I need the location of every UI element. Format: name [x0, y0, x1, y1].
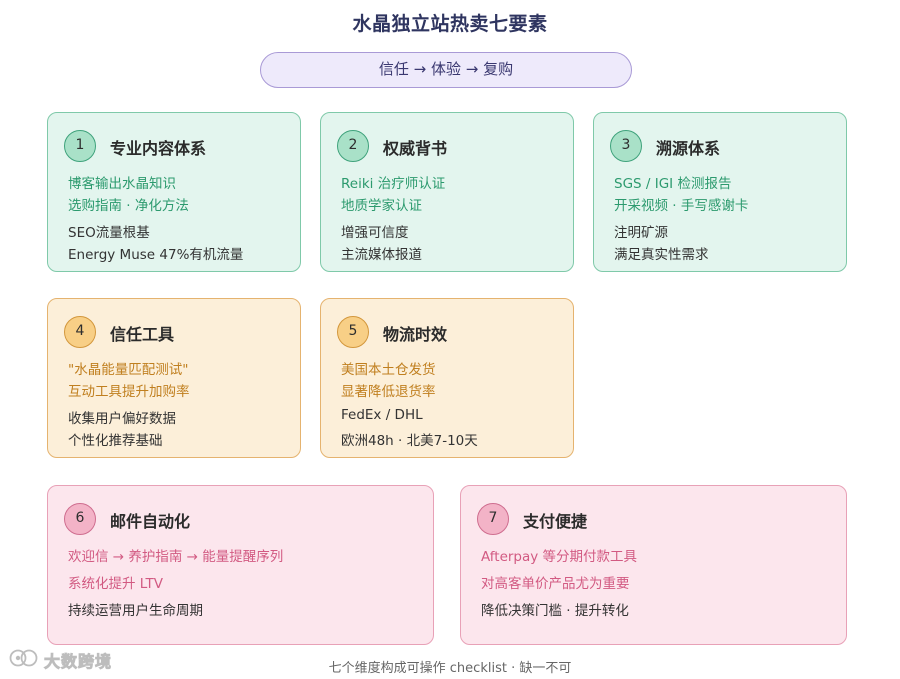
- card-line: Afterpay 等分期付款工具: [481, 549, 638, 565]
- card-number-badge: 6: [64, 503, 96, 535]
- card-endorsement: 2 权威背书 Reiki 治疗师认证 地质学家认证 增强可信度 主流媒体报道: [320, 112, 574, 272]
- card-line: 注明矿源: [614, 225, 668, 241]
- card-title: 溯源体系: [656, 139, 721, 158]
- card-line: 选购指南 · 净化方法: [68, 198, 189, 214]
- card-number-badge: 2: [337, 130, 369, 162]
- card-line: Reiki 治疗师认证: [341, 176, 446, 192]
- card-title: 专业内容体系: [110, 139, 207, 158]
- card-line: Energy Muse 47%有机流量: [68, 247, 244, 263]
- card-line: "水晶能量匹配测试": [68, 362, 189, 378]
- card-line: 美国本土仓发货: [341, 362, 436, 378]
- card-line: 开采视频 · 手写感谢卡: [614, 198, 749, 214]
- card-payment: 7 支付便捷 Afterpay 等分期付款工具 对高客单价产品尤为重要 降低决策…: [460, 485, 847, 645]
- card-line: 主流媒体报道: [341, 247, 422, 263]
- card-line: 欧洲48h · 北美7-10天: [341, 433, 478, 449]
- card-logistics: 5 物流时效 美国本土仓发货 显著降低退货率 FedEx / DHL 欧洲48h…: [320, 298, 574, 458]
- watermark-text: 大数跨境: [44, 652, 113, 672]
- card-line: 地质学家认证: [341, 198, 422, 214]
- diagram-title: 水晶独立站热卖七要素: [352, 13, 548, 35]
- card-number-badge: 4: [64, 316, 96, 348]
- card-line: SEO流量根基: [68, 225, 150, 241]
- card-line: 收集用户偏好数据: [68, 411, 176, 427]
- card-title: 权威背书: [383, 139, 448, 158]
- card-line: 显著降低退货率: [341, 384, 436, 400]
- card-line: 互动工具提升加购率: [68, 384, 190, 400]
- card-title: 信任工具: [110, 325, 175, 344]
- card-traceability: 3 溯源体系 SGS / IGI 检测报告 开采视频 · 手写感谢卡 注明矿源 …: [593, 112, 847, 272]
- card-number-badge: 7: [477, 503, 509, 535]
- card-trust-tools: 4 信任工具 "水晶能量匹配测试" 互动工具提升加购率 收集用户偏好数据 个性化…: [47, 298, 301, 458]
- card-line: 持续运营用户生命周期: [68, 603, 203, 619]
- card-line: SGS / IGI 检测报告: [614, 176, 732, 192]
- card-number-badge: 3: [610, 130, 642, 162]
- card-line: 欢迎信 → 养护指南 → 能量提醒序列: [68, 549, 284, 565]
- card-line: 博客输出水晶知识: [68, 176, 176, 192]
- card-line: FedEx / DHL: [341, 407, 423, 423]
- footer-note: 七个维度构成可操作 checklist · 缺一不可: [328, 661, 572, 676]
- card-line: 满足真实性需求: [614, 247, 709, 263]
- card-line: 对高客单价产品尤为重要: [481, 576, 630, 592]
- watermark: 大数跨境: [8, 648, 112, 672]
- card-title: 支付便捷: [523, 512, 588, 531]
- card-email-automation: 6 邮件自动化 欢迎信 → 养护指南 → 能量提醒序列 系统化提升 LTV 持续…: [47, 485, 434, 645]
- card-content-system: 1 专业内容体系 博客输出水晶知识 选购指南 · 净化方法 SEO流量根基 En…: [47, 112, 301, 272]
- card-line: 个性化推荐基础: [68, 433, 163, 449]
- card-title: 物流时效: [383, 325, 448, 344]
- card-title: 邮件自动化: [110, 512, 191, 531]
- card-number-badge: 5: [337, 316, 369, 348]
- card-line: 降低决策门槛 · 提升转化: [481, 603, 629, 619]
- brand-logo-icon: [8, 648, 40, 672]
- card-number-badge: 1: [64, 130, 96, 162]
- card-line: 增强可信度: [341, 225, 409, 241]
- card-line: 系统化提升 LTV: [68, 576, 163, 592]
- flow-pill: 信任 → 体验 → 复购: [260, 52, 632, 88]
